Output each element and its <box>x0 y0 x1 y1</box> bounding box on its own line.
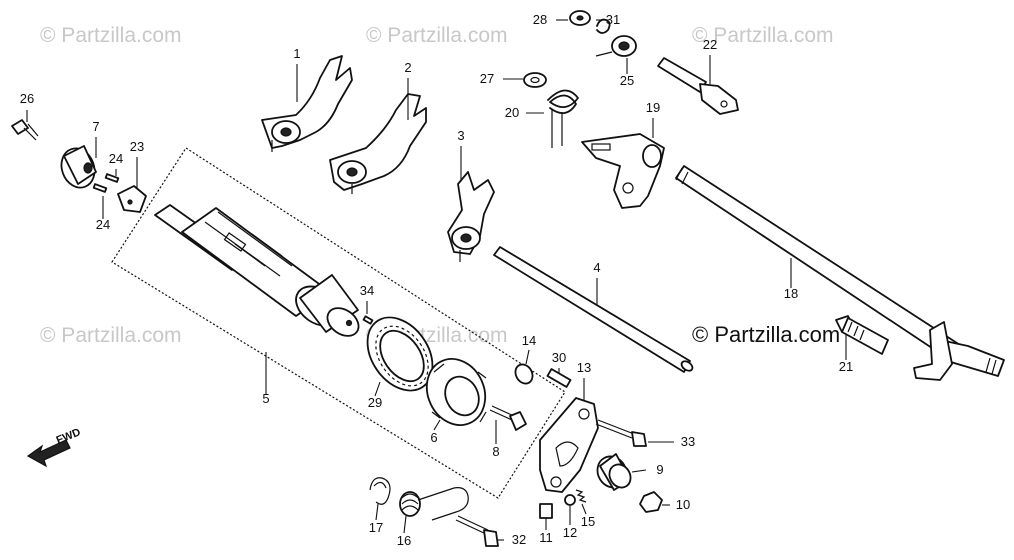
callout-28[interactable]: 28 <box>533 12 547 27</box>
callout-9[interactable]: 9 <box>656 462 663 477</box>
callout-22[interactable]: 22 <box>703 37 717 52</box>
callout-20[interactable]: 20 <box>505 105 519 120</box>
shift-fork-3[interactable] <box>447 171 495 262</box>
bolt-26[interactable] <box>11 119 39 141</box>
bearing-29[interactable] <box>354 305 446 403</box>
washer-28[interactable] <box>569 10 591 26</box>
callout-13[interactable]: 13 <box>577 360 591 375</box>
return-spring-20[interactable] <box>547 89 579 148</box>
watermark-text: © Partzilla.com <box>692 24 834 47</box>
forward-direction-indicator: FWD <box>26 426 82 468</box>
callout-7[interactable]: 7 <box>92 119 99 134</box>
drum-center-6[interactable] <box>416 349 495 434</box>
callout-17[interactable]: 17 <box>369 520 383 535</box>
shift-drum[interactable] <box>154 204 364 342</box>
callout-6[interactable]: 6 <box>430 430 437 445</box>
callout-32[interactable]: 32 <box>512 532 526 547</box>
callout-24[interactable]: 24 <box>109 151 123 166</box>
callout-34[interactable]: 34 <box>360 283 374 298</box>
callout-14[interactable]: 14 <box>522 333 536 348</box>
bolt-21[interactable] <box>835 315 889 355</box>
spring-17[interactable] <box>369 477 391 505</box>
leader-16 <box>403 515 407 534</box>
nut-10[interactable] <box>639 491 663 513</box>
shift-fork-2[interactable] <box>329 93 427 194</box>
callout-27[interactable]: 27 <box>480 71 494 86</box>
leader-14 <box>525 349 530 365</box>
callout-23[interactable]: 23 <box>130 139 144 154</box>
callout-29[interactable]: 29 <box>368 395 382 410</box>
callout-1[interactable]: 1 <box>293 46 300 61</box>
leader-17 <box>375 503 379 521</box>
watermark-text: © Partzilla.com <box>40 324 182 347</box>
callout-10[interactable]: 10 <box>676 497 690 512</box>
dowel-pin-34[interactable] <box>362 315 374 325</box>
callout-26[interactable]: 26 <box>20 91 34 106</box>
callout-31[interactable]: 31 <box>606 12 620 27</box>
drum-pin-24-lower[interactable] <box>92 183 108 193</box>
collar-14[interactable] <box>512 361 536 386</box>
watermark-text: © Partzilla.com <box>40 24 182 47</box>
callout-11[interactable]: 11 <box>539 530 553 545</box>
callout-4[interactable]: 4 <box>593 260 600 275</box>
callout-8[interactable]: 8 <box>492 444 499 459</box>
spring-15[interactable] <box>575 489 587 503</box>
callout-30[interactable]: 30 <box>552 350 566 365</box>
gearshift-spindle-18[interactable] <box>675 165 1005 381</box>
callout-21[interactable]: 21 <box>839 359 853 374</box>
watermark-layer: © Partzilla.com © Partzilla.com © Partzill… <box>40 24 834 347</box>
gearshift-arm-19[interactable] <box>581 133 665 209</box>
bolt-33[interactable] <box>595 419 647 447</box>
fwd-arrow-icon <box>26 439 71 468</box>
drum-pin-24-upper[interactable] <box>104 173 120 183</box>
callout-19[interactable]: 19 <box>646 100 660 115</box>
collar-11[interactable] <box>539 503 553 519</box>
callout-25[interactable]: 25 <box>620 73 634 88</box>
callout-16[interactable]: 16 <box>397 533 411 548</box>
spring-16[interactable] <box>399 487 469 521</box>
callout-2[interactable]: 2 <box>404 60 411 75</box>
leader-9 <box>631 469 647 473</box>
fork-shaft-4[interactable] <box>493 246 694 373</box>
drum-cam-7[interactable] <box>56 144 100 193</box>
callout-15[interactable]: 15 <box>581 514 595 529</box>
brand-watermark: © Partzilla.com <box>692 322 840 347</box>
callout-33[interactable]: 33 <box>681 434 695 449</box>
drum-pin-plate-23[interactable] <box>117 185 147 213</box>
leader-6 <box>433 419 441 431</box>
bolt-32[interactable] <box>455 515 499 547</box>
washer-12[interactable] <box>564 494 576 506</box>
bolt-8[interactable] <box>489 405 527 431</box>
leader-29 <box>374 381 381 397</box>
stopper-plate-13[interactable] <box>539 397 599 493</box>
stopper-bolt-22[interactable] <box>657 57 739 115</box>
spring-25[interactable] <box>595 35 637 57</box>
callout-12[interactable]: 12 <box>563 525 577 540</box>
callout-18[interactable]: 18 <box>784 286 798 301</box>
callout-5[interactable]: 5 <box>262 391 269 406</box>
pin-30[interactable] <box>546 368 572 388</box>
shift-fork-1[interactable] <box>261 55 353 152</box>
watermark-text: © Partzilla.com <box>366 24 508 47</box>
callout-24[interactable]: 24 <box>96 217 110 232</box>
washer-27[interactable] <box>523 72 547 88</box>
stopper-roller-9[interactable] <box>592 451 635 493</box>
callout-3[interactable]: 3 <box>457 128 464 143</box>
leader-15 <box>581 503 587 515</box>
